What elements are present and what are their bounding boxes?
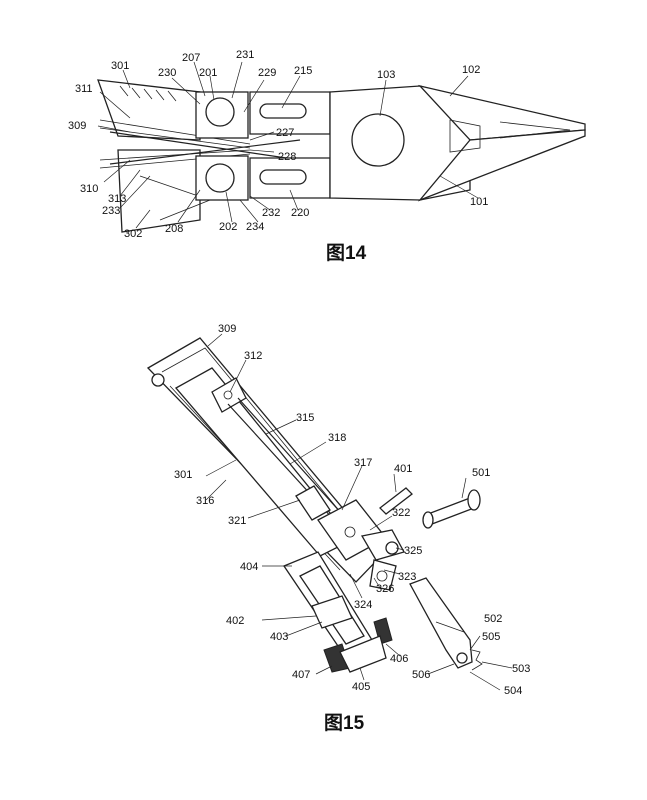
jaw-403 xyxy=(311,595,353,629)
label-220: 220 xyxy=(291,207,309,219)
label-315: 315 xyxy=(296,412,314,424)
label-231: 231 xyxy=(236,49,254,61)
pad-405 xyxy=(339,635,387,673)
label-323: 323 xyxy=(398,571,416,583)
label-403: 403 xyxy=(270,631,288,643)
label-233: 233 xyxy=(102,205,120,217)
slider-hole xyxy=(223,390,233,400)
lever-teeth-503 xyxy=(471,649,483,671)
slot-220 xyxy=(259,169,307,185)
label-505: 505 xyxy=(482,631,500,643)
main-pivot-103 xyxy=(351,113,405,167)
ear-hole xyxy=(376,570,388,582)
label-325: 325 xyxy=(404,545,422,557)
figure-14-caption: 图14 xyxy=(326,242,367,264)
fig14-leaders xyxy=(97,61,479,229)
box-hole xyxy=(344,526,356,538)
label-503: 503 xyxy=(512,663,530,675)
label-402: 402 xyxy=(226,615,244,627)
bolt-501 xyxy=(427,497,475,525)
label-234: 234 xyxy=(246,221,264,233)
label-324: 324 xyxy=(354,599,372,611)
label-301: 301 xyxy=(111,60,129,72)
label-312: 312 xyxy=(244,350,262,362)
bolt-head xyxy=(467,489,481,511)
figure-15-drawing: 309 312 315 318 301 317 401 501 316 321 … xyxy=(146,323,530,734)
handle-serration xyxy=(119,85,177,102)
label-318: 318 xyxy=(328,432,346,444)
label-229: 229 xyxy=(258,67,276,79)
label-f15-309: 309 xyxy=(218,323,236,335)
wire-guide-lines xyxy=(99,119,251,221)
label-317: 317 xyxy=(354,457,372,469)
label-f15-301: 301 xyxy=(174,469,192,481)
pin-401 xyxy=(379,487,413,515)
label-103: 103 xyxy=(377,69,395,81)
jaw-101 xyxy=(417,129,586,202)
label-101: 101 xyxy=(470,196,488,208)
label-322: 322 xyxy=(392,507,410,519)
label-202: 202 xyxy=(219,221,237,233)
label-321: 321 xyxy=(228,515,246,527)
label-326: 326 xyxy=(376,583,394,595)
label-404: 404 xyxy=(240,561,258,573)
handle-upper xyxy=(97,79,201,141)
fig15-leaders xyxy=(205,333,513,691)
label-405: 405 xyxy=(352,681,370,693)
figure-14-drawing: 301 207 231 230 201 229 215 103 102 311 … xyxy=(68,49,586,264)
pin-201 xyxy=(205,97,235,127)
frame-hole xyxy=(151,373,165,387)
label-401: 401 xyxy=(394,463,412,475)
label-406: 406 xyxy=(390,653,408,665)
label-311: 311 xyxy=(75,83,93,95)
label-506: 506 xyxy=(412,669,430,681)
label-208: 208 xyxy=(165,223,183,235)
slider-312 xyxy=(211,377,247,413)
label-207: 207 xyxy=(182,52,200,64)
blade-cross xyxy=(109,131,301,165)
bolt-nut xyxy=(422,511,434,529)
label-309: 309 xyxy=(68,120,86,132)
jaw-detail xyxy=(449,119,571,153)
label-504: 504 xyxy=(504,685,522,697)
label-407: 407 xyxy=(292,669,310,681)
label-502: 502 xyxy=(484,613,502,625)
label-310: 310 xyxy=(80,183,98,195)
slot-215 xyxy=(259,103,307,119)
label-501: 501 xyxy=(472,467,490,479)
label-201: 201 xyxy=(199,67,217,79)
label-215: 215 xyxy=(294,65,312,77)
label-313: 313 xyxy=(108,193,126,205)
label-228: 228 xyxy=(278,151,296,163)
flange-hole-325 xyxy=(385,541,399,555)
figure-15-caption: 图15 xyxy=(324,712,365,734)
label-102: 102 xyxy=(462,64,480,76)
pin-202 xyxy=(205,163,235,193)
handle-lower xyxy=(117,149,201,233)
lever-hole xyxy=(456,652,468,664)
block-321 xyxy=(295,485,331,521)
label-230: 230 xyxy=(158,67,176,79)
label-316: 316 xyxy=(196,495,214,507)
lever-502 xyxy=(409,577,473,669)
label-302: 302 xyxy=(124,228,142,240)
label-232: 232 xyxy=(262,207,280,219)
label-227: 227 xyxy=(276,127,294,139)
